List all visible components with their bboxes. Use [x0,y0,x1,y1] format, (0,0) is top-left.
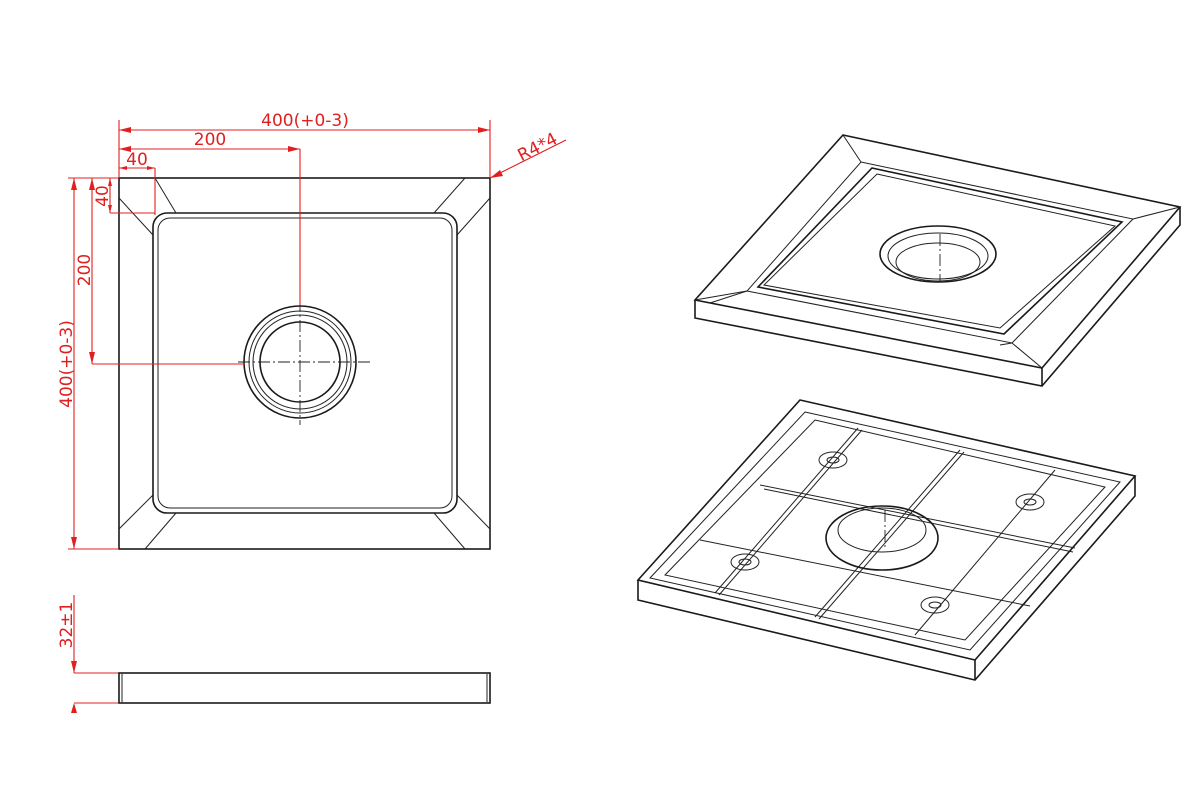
plan-tray-edge [152,212,458,514]
dim-overall-width: 400(+0-3) [261,111,349,131]
dimension-labels: 400(+0-3) 200 40 400(+0-3) 200 40 R4*4 3… [57,111,561,648]
plan-view [118,177,491,550]
dimension-lines [68,120,567,713]
dim-corner-radius: R4*4 [514,129,560,166]
dim-chamfer-height: 40 [93,185,113,207]
dim-chamfer-width: 40 [126,150,148,170]
side-view [118,672,491,704]
mounting-bosses [730,451,1045,614]
isometric-top-view [693,134,1182,387]
isometric-bottom-view [636,399,1137,681]
dim-half-width: 200 [194,130,226,150]
plan-chamfer-lines [118,177,491,550]
support-ribs [699,427,1076,636]
dim-half-height: 200 [75,254,95,286]
dim-thickness: 32±1 [57,602,77,649]
drain-hole [238,300,370,425]
plan-tray-inner-edge [157,217,453,509]
dim-overall-height: 400(+0-3) [57,320,77,408]
